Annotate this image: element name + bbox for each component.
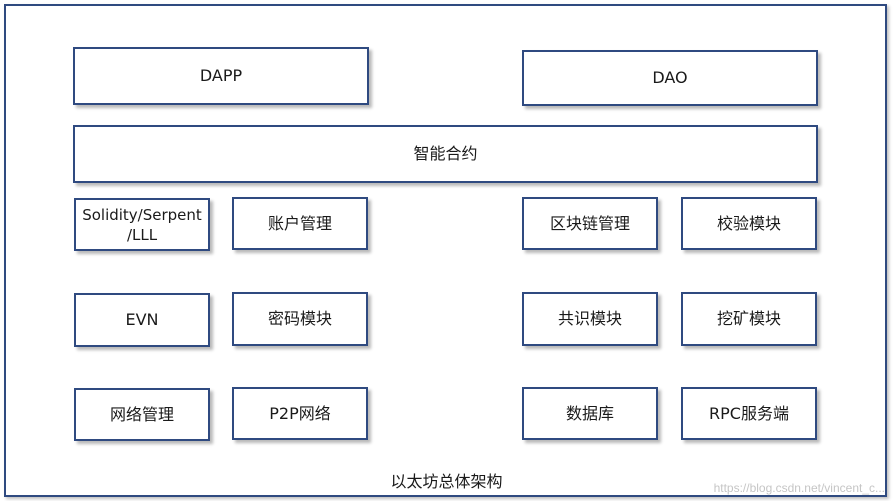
smart-contract-label: 智能合约 <box>413 144 478 163</box>
network-management-box: 网络管理 <box>74 388 210 441</box>
languages-label-line1: Solidity/Serpent <box>82 205 202 224</box>
p2p-network-box: P2P网络 <box>232 387 368 440</box>
dao-box: DAO <box>522 50 818 106</box>
account-management-box: 账户管理 <box>232 197 368 250</box>
smart-contract-box: 智能合约 <box>73 125 818 183</box>
languages-label-line2: /LLL <box>126 225 158 244</box>
diagram-caption: 以太坊总体架构 <box>390 472 503 491</box>
account-management-label: 账户管理 <box>267 213 332 233</box>
dapp-label: DAPP <box>199 66 243 85</box>
mining-module-box: 挖矿模块 <box>681 292 817 346</box>
blockchain-management-box: 区块链管理 <box>522 197 658 250</box>
mining-module-label: 挖矿模块 <box>716 309 781 328</box>
consensus-module-box: 共识模块 <box>522 292 658 346</box>
crypto-module-box: 密码模块 <box>232 292 368 346</box>
network-management-label: 网络管理 <box>109 404 174 424</box>
verification-module-box: 校验模块 <box>681 197 817 250</box>
evm-label: EVN <box>125 310 159 329</box>
languages-box: Solidity/Serpent /LLL <box>74 198 210 251</box>
blockchain-management-label: 区块链管理 <box>549 213 630 233</box>
database-label: 数据库 <box>565 403 614 423</box>
p2p-network-label: P2P网络 <box>269 403 331 423</box>
rpc-server-box: RPC服务端 <box>681 387 817 440</box>
crypto-module-label: 密码模块 <box>267 309 332 328</box>
database-box: 数据库 <box>522 387 658 440</box>
evm-box: EVN <box>74 293 210 347</box>
dao-label: DAO <box>652 68 688 87</box>
dapp-box: DAPP <box>73 47 369 105</box>
rpc-server-label: RPC服务端 <box>709 403 789 423</box>
watermark: https://blog.csdn.net/vincent_c... <box>713 481 885 495</box>
verification-module-label: 校验模块 <box>716 213 781 233</box>
consensus-module-label: 共识模块 <box>557 309 622 328</box>
